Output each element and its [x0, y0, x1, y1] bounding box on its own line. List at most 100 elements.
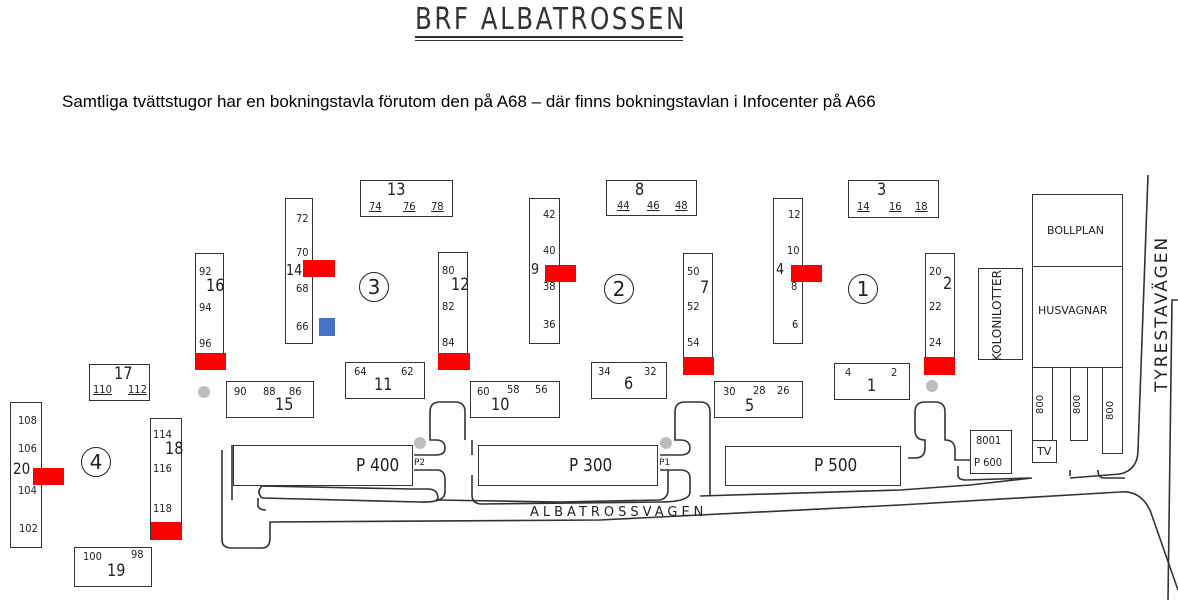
laundry-marker — [791, 265, 822, 282]
unit-label: 36 — [543, 318, 556, 331]
building-number: 12 — [451, 275, 470, 295]
parking-p1-label: P1 — [659, 458, 671, 468]
garage-label: 800 — [1035, 394, 1046, 414]
albatrossvagen-upper-edge — [258, 174, 1149, 503]
building-number: 20 — [13, 459, 31, 478]
unit-label: 70 — [296, 246, 309, 259]
unit-label: 44 — [617, 199, 630, 212]
unit-label: 66 — [296, 320, 309, 333]
bollplan-label: BOLLPLAN — [1047, 224, 1105, 237]
building-number: 9 — [531, 260, 540, 278]
building-number: 5 — [745, 396, 755, 416]
unit-label: 94 — [199, 301, 212, 314]
building-13: 13 74 76 78 — [360, 180, 453, 217]
unit-label: 48 — [675, 199, 688, 212]
garage-label: 800 — [1105, 400, 1116, 420]
parking-p300: P 300 — [478, 445, 658, 486]
building-17: 17 110 112 — [89, 364, 150, 401]
waste-station-dot — [198, 386, 210, 398]
title-underline — [415, 40, 683, 41]
p400-loop — [231, 401, 466, 503]
map-title: BRF ALBATROSSEN — [415, 2, 687, 37]
building-16: 92 16 94 96 — [195, 253, 224, 370]
unit-label: 18 — [915, 200, 928, 213]
unit-label: 28 — [753, 384, 766, 397]
unit-label: 114 — [153, 428, 172, 441]
unit-label: 20 — [929, 265, 942, 278]
kolonilotter-area: KOLONILOTTER — [978, 268, 1023, 361]
laundry-marker — [33, 468, 64, 485]
building-number: 18 — [165, 439, 184, 459]
building-11: 64 11 62 — [345, 362, 425, 399]
parking-p500: P 500 — [725, 446, 901, 486]
p300-loop — [471, 401, 711, 505]
unit-label: 42 — [543, 208, 556, 221]
tv-building: TV — [1032, 440, 1057, 463]
parking-label: P 600 — [974, 456, 1003, 469]
parking-label: P 400 — [356, 455, 400, 476]
unit-label: 6 — [792, 318, 799, 331]
unit-label: 62 — [401, 365, 414, 378]
unit-label: 110 — [93, 383, 112, 396]
unit-label: 58 — [507, 383, 520, 396]
laundry-marker — [683, 357, 714, 375]
parking-label: P 500 — [814, 455, 858, 476]
area-2-marker: 2 — [604, 274, 634, 304]
building-18: 114 18 116 118 — [150, 418, 184, 540]
unit-label: 76 — [403, 200, 416, 213]
parking-p600: 8001 P 600 — [970, 430, 1012, 474]
unit-label: 52 — [687, 300, 700, 313]
title-underline — [415, 36, 683, 38]
albatrossvagen-lower-edge — [221, 450, 1178, 591]
area-4-marker: 4 — [81, 447, 111, 477]
unit-label: 30 — [723, 385, 736, 398]
building-number: 15 — [275, 395, 294, 415]
unit-label: 10 — [787, 244, 800, 257]
area-1-marker: 1 — [848, 274, 878, 304]
building-number: 2 — [943, 274, 953, 294]
building-number: 8 — [635, 180, 645, 200]
unit-label: 4 — [845, 366, 852, 379]
laundry-marker — [545, 265, 576, 282]
unit-label: 104 — [18, 484, 37, 497]
unit-label: 24 — [929, 336, 942, 349]
waste-station-dot — [414, 437, 426, 449]
unit-label: 72 — [296, 212, 309, 225]
unit-label: 22 — [929, 300, 942, 313]
infocenter-marker — [319, 318, 335, 336]
laundry-marker — [924, 357, 955, 375]
unit-label: 40 — [543, 244, 556, 257]
unit-label: 92 — [199, 265, 212, 278]
tyrestavagen-edge — [1167, 299, 1178, 601]
garage-label: 800 — [1072, 394, 1083, 414]
garage-800: 800 — [1032, 367, 1053, 441]
unit-label: 100 — [83, 550, 102, 563]
building-6: 34 6 32 — [591, 362, 667, 399]
unit-label: 98 — [131, 548, 144, 561]
building-number: 19 — [107, 561, 126, 581]
area-3-marker: 3 — [359, 272, 389, 302]
albatrossvagen-label: ALBATROSSVAGEN — [530, 505, 708, 520]
unit-label: 60 — [477, 385, 490, 398]
laundry-marker — [303, 260, 335, 277]
parking-p400: P 400 — [233, 445, 413, 486]
unit-label: 102 — [19, 522, 38, 535]
laundry-marker — [151, 522, 182, 540]
unit-label: 46 — [647, 199, 660, 212]
unit-label: 112 — [128, 383, 147, 396]
unit-label: 64 — [354, 365, 367, 378]
building-number: 4 — [776, 260, 785, 278]
unit-label: 26 — [777, 384, 790, 397]
building-1: 4 1 2 — [834, 363, 910, 400]
unit-label: 108 — [18, 414, 37, 427]
unit-label: 2 — [891, 366, 898, 379]
unit-label: 84 — [442, 336, 455, 349]
unit-label: 54 — [687, 336, 700, 349]
garage-label: 8001 — [976, 434, 1002, 447]
waste-station-dot — [926, 380, 938, 392]
building-number: 14 — [286, 261, 303, 279]
laundry-marker — [195, 353, 226, 370]
east-lane — [1069, 469, 1125, 479]
building-number: 10 — [491, 395, 510, 415]
building-3: 3 14 16 18 — [848, 180, 939, 218]
